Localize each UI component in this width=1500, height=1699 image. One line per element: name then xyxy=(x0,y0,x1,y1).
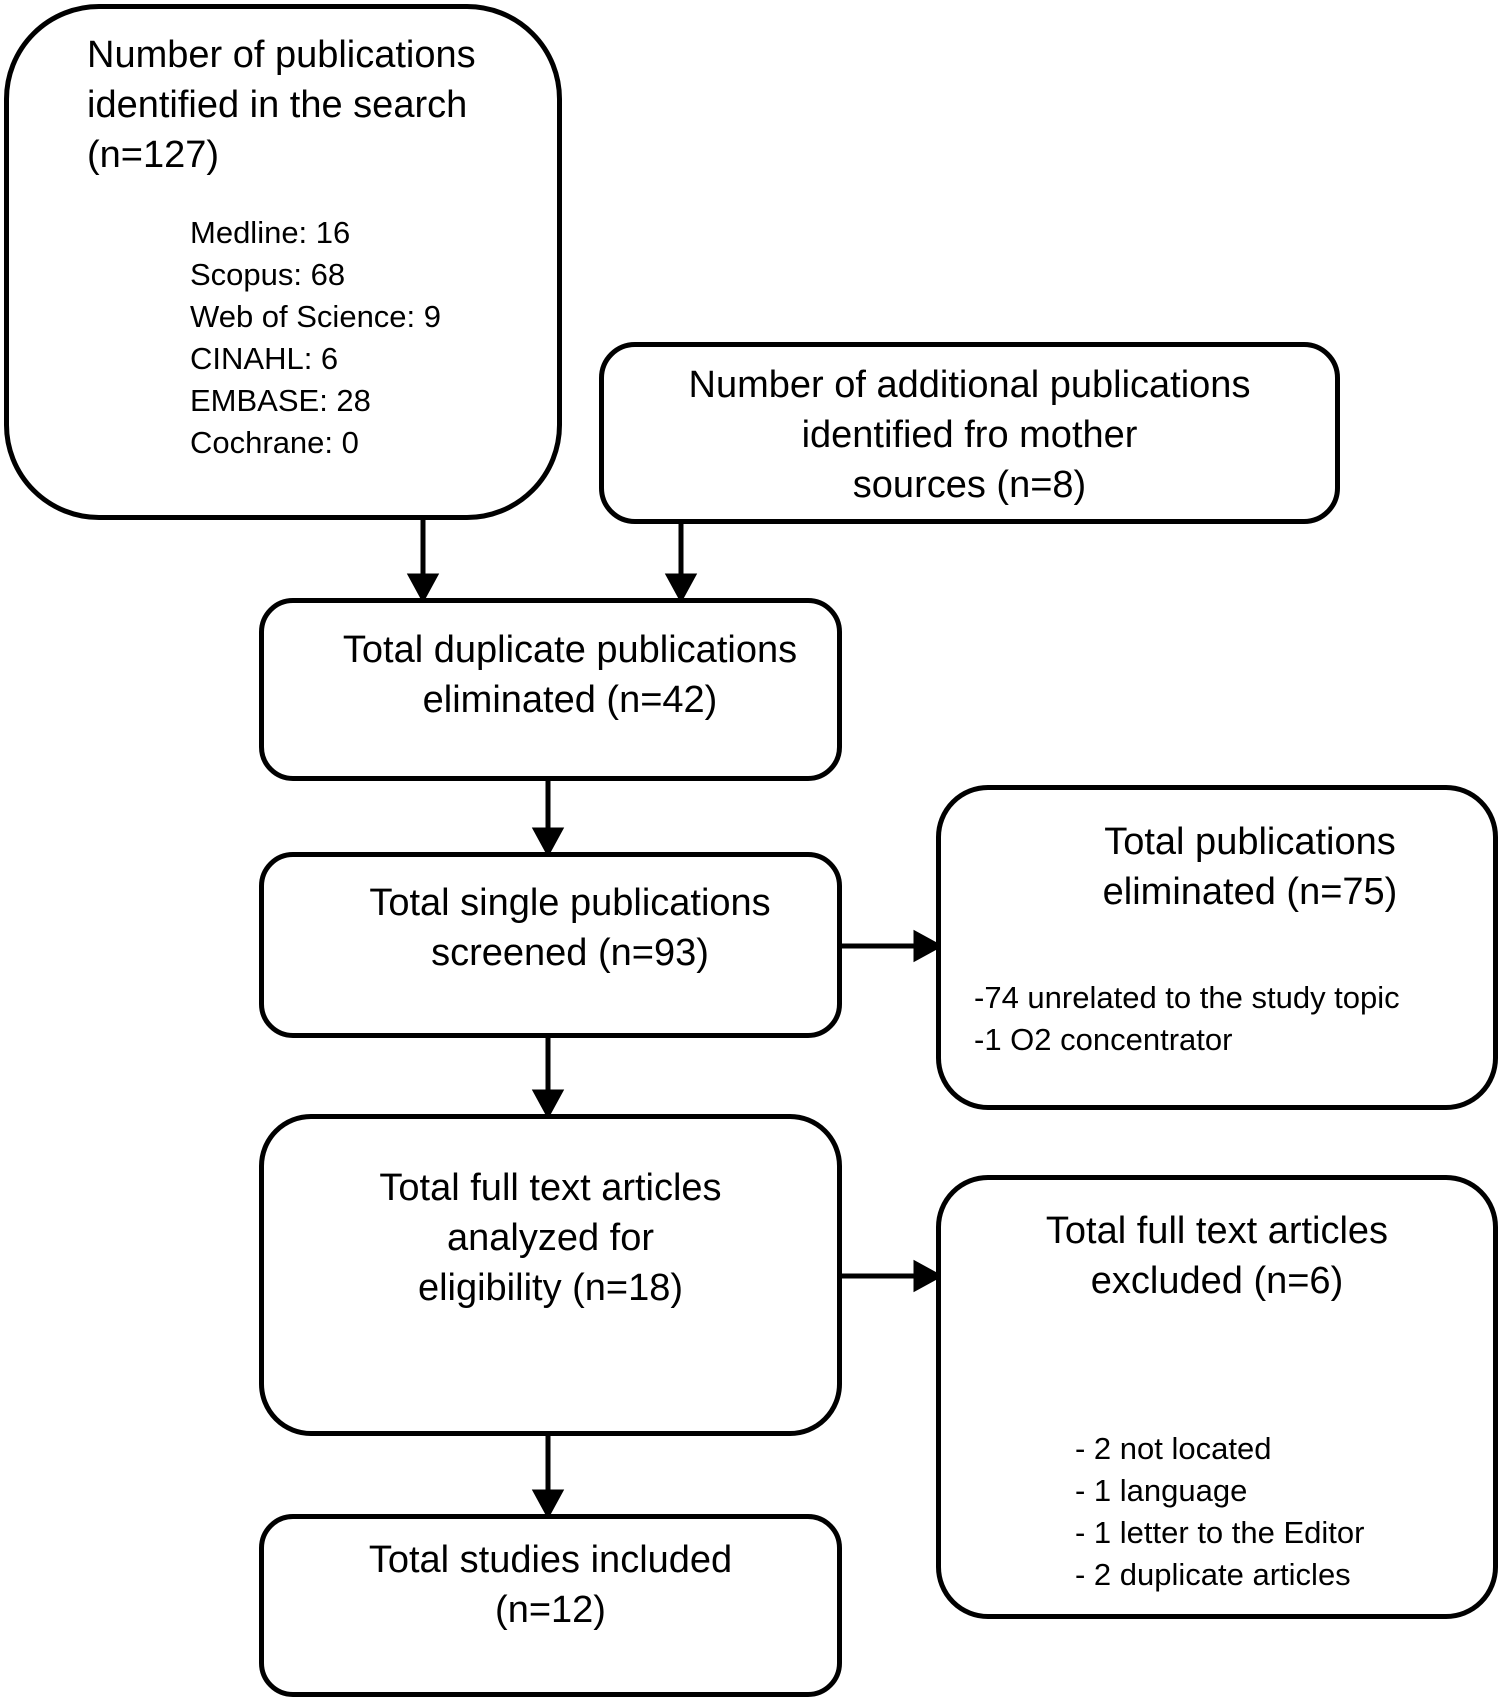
eliminated-reason-o2: -1 O2 concentrator xyxy=(974,1022,1233,1057)
fulltext-box xyxy=(259,1114,842,1436)
fulltext-line-1: Total full text articles xyxy=(379,1167,722,1209)
additional-line-2: identified fro mother xyxy=(801,414,1138,456)
arrow-head-eliminated xyxy=(913,929,944,963)
included-line-2: (n=12) xyxy=(495,1589,606,1631)
arrow-head-duplicates xyxy=(531,827,565,858)
excluded-title-line-1: Total full text articles xyxy=(1045,1210,1389,1252)
arrow-head-excluded xyxy=(913,1259,944,1293)
source-cochrane: Cochrane: 0 xyxy=(190,425,359,460)
excluded-reason-language: - 1 language xyxy=(1075,1473,1248,1508)
source-embase: EMBASE: 28 xyxy=(190,383,371,418)
fulltext-line-2: analyzed for xyxy=(446,1217,654,1259)
eliminated-title-line-2: eliminated (n=75) xyxy=(1102,871,1398,913)
screened-line-1: Total single publications xyxy=(369,882,771,924)
search-title-line-3: (n=127) xyxy=(87,134,220,176)
source-scopus: Scopus: 68 xyxy=(190,257,346,292)
excluded-box xyxy=(936,1175,1498,1619)
excluded-title-line-2: excluded (n=6) xyxy=(1090,1260,1344,1302)
included-line-1: Total studies included xyxy=(368,1539,733,1581)
eliminated-title-line-1: Total publications xyxy=(1104,821,1396,863)
eliminated-box xyxy=(936,785,1498,1110)
source-web-of-science: Web of Science: 9 xyxy=(190,299,442,334)
screened-box xyxy=(259,852,842,1038)
arrow-head-additional xyxy=(664,573,698,604)
arrow-head-screened xyxy=(531,1089,565,1120)
excluded-reason-letter: - 1 letter to the Editor xyxy=(1075,1515,1365,1550)
search-title-line-2: identified in the search xyxy=(87,84,468,126)
source-medline: Medline: 16 xyxy=(190,215,351,250)
excluded-reason-not-located: - 2 not located xyxy=(1075,1431,1272,1466)
duplicates-line-1: Total duplicate publications xyxy=(342,629,798,671)
duplicates-box xyxy=(259,598,842,781)
included-box xyxy=(259,1514,842,1697)
arrow-head-search xyxy=(406,573,440,604)
source-cinahl: CINAHL: 6 xyxy=(190,341,339,376)
fulltext-line-3: eligibility (n=18) xyxy=(417,1267,684,1309)
search-title-line-1: Number of publications xyxy=(87,34,476,76)
screened-line-2: screened (n=93) xyxy=(431,932,709,974)
duplicates-line-2: eliminated (n=42) xyxy=(422,679,718,721)
arrow-head-fulltext xyxy=(531,1489,565,1520)
additional-box xyxy=(599,342,1340,524)
excluded-reason-duplicates: - 2 duplicate articles xyxy=(1075,1557,1351,1592)
additional-line-1: Number of additional publications xyxy=(688,364,1251,406)
eliminated-reason-unrelated: -74 unrelated to the study topic xyxy=(974,980,1400,1015)
search-box xyxy=(4,4,562,520)
additional-line-3: sources (n=8) xyxy=(852,464,1087,506)
